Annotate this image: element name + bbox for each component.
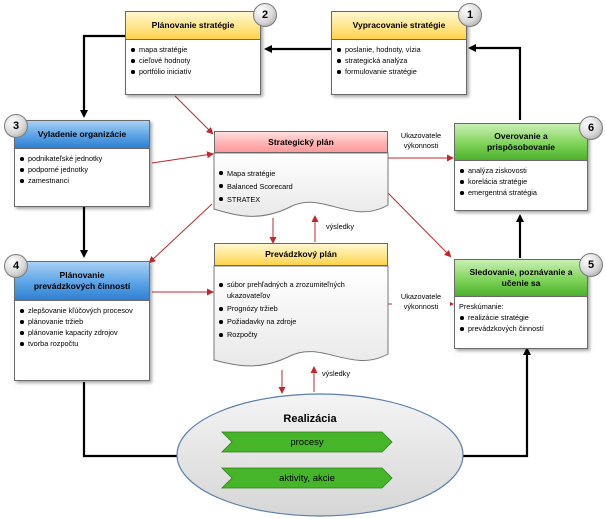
box-title: Overovanie a prispôsobovanie bbox=[454, 123, 588, 161]
realization-title: Realizácia bbox=[283, 413, 337, 425]
arrow-2-to-3 bbox=[80, 34, 125, 118]
step-number-badge: 5 bbox=[579, 253, 603, 277]
list-item: tvorba rozpočtu bbox=[19, 338, 145, 349]
arrow-4-to-realization bbox=[82, 382, 178, 458]
list-item: realizácie stratégie bbox=[459, 312, 583, 323]
arrow-6-to-1 bbox=[468, 44, 522, 120]
list-item: Balanced Scorecard bbox=[218, 180, 383, 193]
list-item: analýza ziskovosti bbox=[459, 165, 583, 176]
box-title: Vypracovanie stratégie bbox=[331, 11, 467, 40]
arrow-realization-to-5 bbox=[462, 347, 531, 458]
box-title: Plánovanie stratégie bbox=[125, 11, 261, 40]
box-vypracovanie-strategie: Vypracovanie stratégie poslanie, hodnoty… bbox=[331, 11, 467, 95]
strategic-plan-doc-shape bbox=[213, 152, 389, 217]
list-item: Prognózy tržieb bbox=[218, 303, 383, 314]
activities-label: aktivity, akcie bbox=[279, 472, 335, 484]
list-item: Rozpočty bbox=[218, 329, 383, 340]
box-overovanie-prisposobovanie: Overovanie a prispôsobovanie analýza zis… bbox=[454, 123, 588, 211]
list-item: cieľové hodnoty bbox=[130, 55, 256, 66]
list-item: emergentná stratégia bbox=[459, 187, 583, 198]
box-vyladenie-organizacie: Vyladenie organizácie podnikateľské jedn… bbox=[14, 120, 150, 207]
review-intro: Preskúmanie: bbox=[459, 302, 504, 311]
list-item: plánovanie kapacity zdrojov bbox=[19, 327, 145, 338]
operational-plan-header: Prevádzkový plán bbox=[214, 243, 388, 266]
box-body: zlepšovanie kľúčových procesov plánovani… bbox=[14, 301, 150, 381]
strategic-plan-list: Mapa stratégie Balanced Scorecard STRATE… bbox=[218, 167, 383, 206]
performance-indicators-label-top: Ukazovatele výkonnosti bbox=[392, 131, 450, 151]
box-body: analýza ziskovosti korelácia stratégie e… bbox=[454, 161, 588, 211]
list-item: podporné jednotky bbox=[19, 164, 145, 175]
box-body: Preskúmanie: realizácie stratégie prevád… bbox=[454, 297, 588, 349]
box-title: Vyladenie organizácie bbox=[14, 120, 150, 149]
activities-chevron bbox=[221, 467, 393, 489]
step-number-badge: 1 bbox=[458, 3, 482, 27]
box-body: podnikateľské jednotky podporné jednotky… bbox=[14, 149, 150, 207]
box-planovanie-strategie: Plánovanie stratégie mapa stratégie cieľ… bbox=[125, 11, 261, 95]
step-number-badge: 6 bbox=[579, 116, 603, 140]
box-body: mapa stratégie cieľové hodnoty portfólio… bbox=[125, 40, 261, 95]
arrow-2-to-strategic bbox=[174, 95, 214, 135]
list-item: podnikateľské jednotky bbox=[19, 153, 145, 164]
list-item: portfólio iniciatív bbox=[130, 66, 256, 77]
list-item: prevádzkových činností bbox=[459, 323, 583, 334]
performance-indicators-label-middle: Ukazovatele výkonnosti bbox=[392, 292, 450, 312]
box-title: Plánovanie prevádzkových činností bbox=[14, 261, 150, 301]
step-number-badge: 2 bbox=[253, 3, 277, 27]
strategic-plan-header: Strategický plán bbox=[214, 131, 388, 153]
list-item: Požiadavky na zdroje bbox=[218, 316, 383, 327]
operational-plan-title: Prevádzkový plán bbox=[214, 243, 388, 266]
operational-plan-list: súbor prehľadných a zrozumiteľných ukazo… bbox=[218, 279, 383, 340]
list-item: súbor prehľadných a zrozumiteľných ukazo… bbox=[218, 279, 383, 301]
list-item: strategická analýza bbox=[336, 55, 462, 66]
arrow-strategic-to-4 bbox=[148, 203, 213, 264]
list-item: formulovanie stratégie bbox=[336, 66, 462, 77]
box-body: poslanie, hodnoty, vízia strategická ana… bbox=[331, 40, 467, 95]
arrow-3-to-strategic bbox=[151, 151, 214, 164]
processes-label: procesy bbox=[290, 436, 324, 448]
list-item: mapa stratégie bbox=[130, 44, 256, 55]
operational-plan-doc-shape bbox=[213, 265, 389, 367]
processes-chevron bbox=[221, 431, 393, 453]
step-number-badge: 4 bbox=[4, 254, 28, 278]
arrow-strategic-to-5 bbox=[387, 192, 452, 258]
box-title: Sledovanie, poznávanie a učenie sa bbox=[454, 259, 588, 297]
list-item: Mapa stratégie bbox=[218, 167, 383, 180]
box-sledovanie-poznavanie: Sledovanie, poznávanie a učenie sa Presk… bbox=[454, 259, 588, 349]
results-label-top: výsledky bbox=[326, 222, 354, 231]
list-item: plánovanie tržieb bbox=[19, 316, 145, 327]
results-label-bottom: výsledky bbox=[322, 369, 350, 378]
strategic-plan-title: Strategický plán bbox=[214, 131, 388, 153]
step-number-badge: 3 bbox=[4, 114, 28, 138]
list-item: korelácia stratégie bbox=[459, 176, 583, 187]
list-item: poslanie, hodnoty, vízia bbox=[336, 44, 462, 55]
box-planovanie-prevadzkovych-cinnosti: Plánovanie prevádzkových činností zlepšo… bbox=[14, 261, 150, 381]
list-item: zamestnanci bbox=[19, 175, 145, 186]
list-item: STRATEX bbox=[218, 193, 383, 206]
list-item: zlepšovanie kľúčových procesov bbox=[19, 305, 145, 316]
